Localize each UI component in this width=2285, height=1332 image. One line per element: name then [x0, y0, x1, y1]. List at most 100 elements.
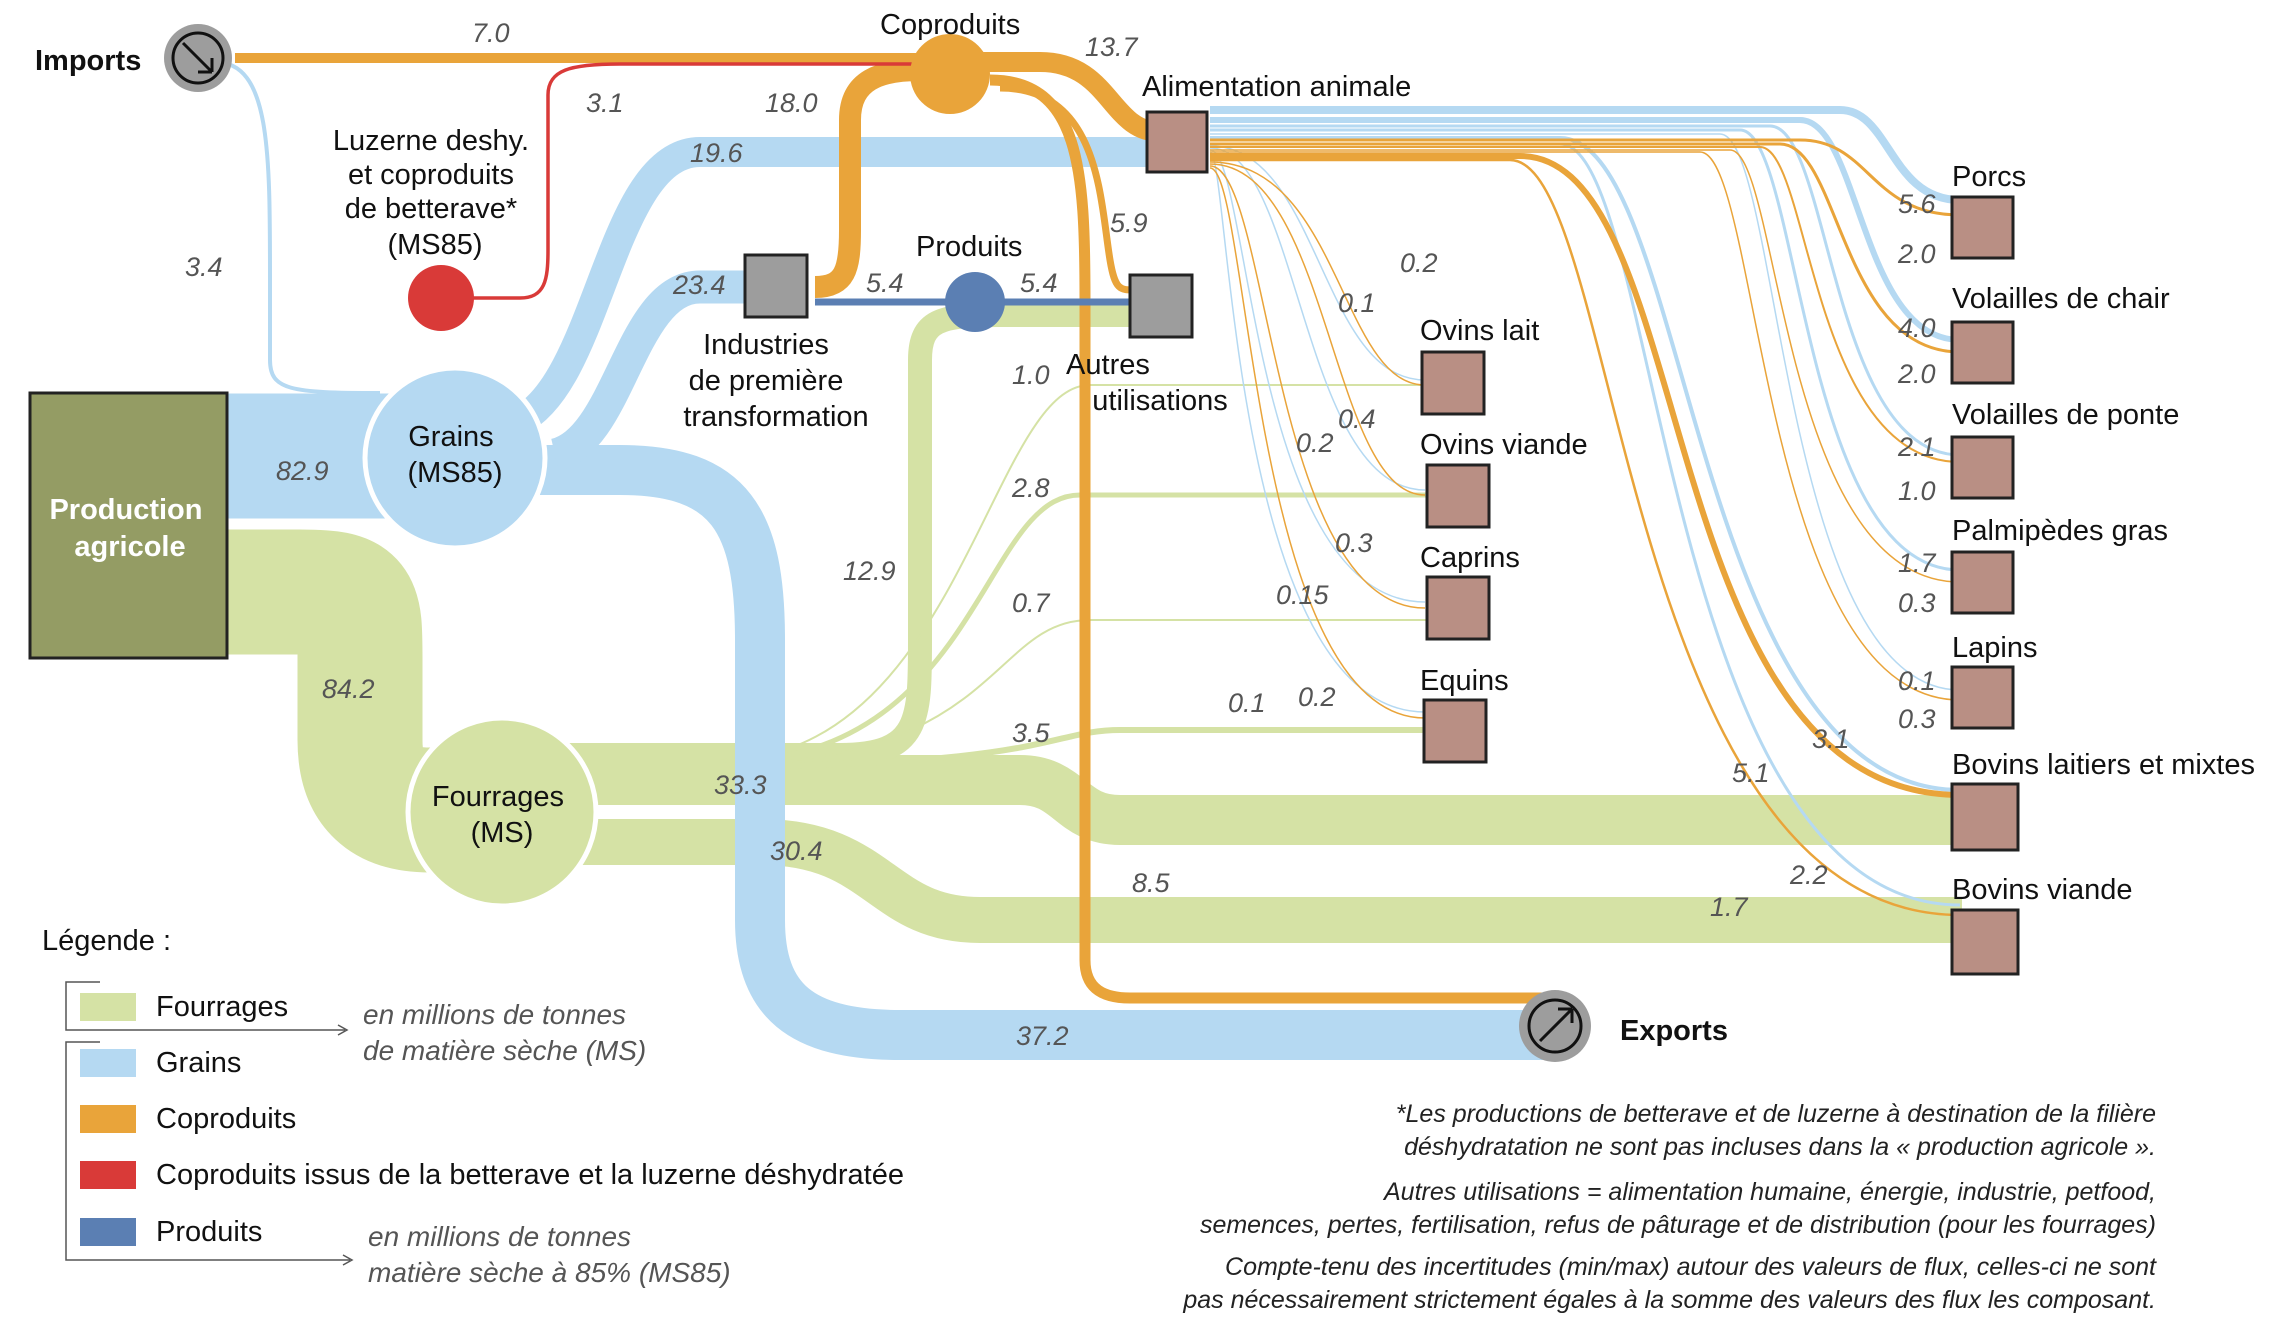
fourrages-label-line-1: Fourrages — [432, 781, 564, 813]
alimentation-grains-flows — [1209, 106, 1961, 907]
palmipedes-node — [1950, 550, 2015, 615]
flow-imports-grains — [214, 60, 381, 395]
value-lapins-coproduits: 0.3 — [1898, 704, 1936, 734]
value-bovins-laitiers-coproduits: 5.1 — [1732, 758, 1770, 788]
imports-arrow-icon — [181, 41, 214, 74]
autres-label-line-1: Autres — [1066, 349, 1150, 381]
legend-bracket-ms85 — [65, 1041, 350, 1261]
produits-label: Produits — [916, 231, 1022, 263]
value-coproduits-exports: 8.5 — [1132, 868, 1171, 898]
fourrages-node — [405, 715, 599, 909]
alimentation-coproduits-flows — [1209, 138, 1961, 917]
exports-label: Exports — [1620, 1015, 1728, 1047]
imports-label: Imports — [35, 45, 141, 77]
flow-alim-grains-porcs — [1210, 106, 1961, 204]
luzerne-label-line-2: et coproduits — [348, 159, 514, 191]
grains-node — [362, 365, 548, 551]
flow-alim-grains-bovins-viande — [1210, 142, 1961, 907]
value-industries-produits: 5.4 — [866, 268, 904, 298]
flow-fourrages-caprins — [719, 619, 1430, 765]
legend: Légende : Fourrages Grains Coproduits Co… — [42, 925, 904, 1288]
legend-label-coproduits: Coproduits — [156, 1103, 296, 1135]
legend-bracket-ms85-arrow — [342, 1254, 354, 1266]
flow-alim-copro-caprins — [1209, 165, 1426, 609]
livestock-right-column: Porcs Volailles de chair Volailles de po… — [1950, 161, 2255, 976]
flow-grains-exports — [540, 445, 1555, 1060]
value-porcs-coproduits: 2.0 — [1897, 239, 1936, 269]
industries-label-line-2: de première — [689, 365, 844, 397]
equins-label: Equins — [1420, 665, 1509, 697]
flow-alim-copro-ovins-lait — [1209, 161, 1426, 386]
flow-industries-coproduits — [814, 59, 921, 298]
luzerne-label-line-3: de betterave* — [345, 193, 518, 225]
bovins-laitiers-label: Bovins laitiers et mixtes — [1952, 749, 2255, 781]
value-caprins-coproduits: 0.3 — [1335, 528, 1373, 558]
bovins-viande-node — [1950, 908, 2020, 976]
value-ovins-viande-grains: 0.4 — [1338, 404, 1376, 434]
value-coproduits-alimentation: 13.7 — [1085, 32, 1139, 62]
value-volailles-ponte-grains: 2.1 — [1897, 432, 1936, 462]
value-fourrages-ovins-viande: 2.8 — [1011, 473, 1050, 503]
legend-unit-ms-line-1: en millions de tonnes — [363, 999, 626, 1030]
industries-node — [743, 253, 809, 319]
production-label-line-2: agricole — [74, 531, 185, 563]
flow-grains-alimentation — [512, 137, 1155, 434]
bovins-laitiers-node — [1950, 782, 2020, 852]
exports-icon-inner — [1527, 998, 1583, 1054]
value-ovins-lait-grains: 0.1 — [1338, 288, 1376, 318]
value-fourrages-autres: 12.9 — [843, 556, 896, 586]
legend-bracket-ms — [65, 981, 345, 1031]
flow-alim-copro-equins — [1209, 167, 1426, 719]
flow-alim-grains-ovins-lait — [1209, 145, 1426, 381]
flow-fourrages-equins — [719, 727, 1430, 769]
industries-label-line-3: transformation — [683, 401, 868, 433]
value-luzerne-coproduits: 3.1 — [586, 88, 624, 118]
value-equins-coproduits: 0.2 — [1298, 682, 1336, 712]
coproduits-node — [910, 34, 990, 114]
value-equins-grains: 0.1 — [1228, 688, 1266, 718]
autres-utilisations-node — [1128, 273, 1194, 339]
flow-alim-copro-palmipedes — [1210, 149, 1961, 583]
footnote-line-5: Compte-tenu des incertitudes (min/max) a… — [1225, 1253, 2157, 1281]
legend-bracket-ms-arrow — [337, 1024, 349, 1036]
volailles-chair-node — [1950, 320, 2015, 385]
industries-label: Industries de première transformation — [683, 329, 868, 433]
fourrages-label-line-2: (MS) — [471, 817, 534, 849]
flow-grains-industries — [549, 270, 750, 472]
palmipedes-label: Palmipèdes gras — [1952, 515, 2168, 547]
ovins-viande-label: Ovins viande — [1420, 429, 1588, 461]
value-porcs-grains: 5.6 — [1898, 189, 1937, 219]
equins-node — [1422, 698, 1488, 764]
legend-swatch-coproduits — [80, 1105, 136, 1133]
value-fourrages-bovins-viande: 30.4 — [770, 836, 823, 866]
value-volailles-ponte-coproduits: 1.0 — [1898, 476, 1936, 506]
flow-coproduits-alimentation — [980, 52, 1161, 142]
alimentation-animale-node — [1145, 110, 1209, 174]
flow-alim-copro-lapins — [1210, 151, 1961, 701]
porcs-node — [1950, 195, 2015, 260]
legend-unit-ms-line-2: de matière sèche (MS) — [363, 1035, 646, 1066]
grains-label: Grains (MS85) — [407, 421, 502, 489]
produits-node — [945, 272, 1005, 332]
volailles-ponte-label: Volailles de ponte — [1952, 399, 2179, 431]
production-agricole-node — [28, 391, 229, 660]
porcs-label: Porcs — [1952, 161, 2026, 193]
caprins-label: Caprins — [1420, 542, 1520, 574]
value-fourrages-ovins-lait: 1.0 — [1012, 360, 1050, 390]
volailles-ponte-node — [1950, 435, 2015, 500]
value-production-grains: 82.9 — [276, 456, 329, 486]
value-grains-industries: 23.4 — [672, 270, 726, 300]
luzerne-label: Luzerne deshy. et coproduits de betterav… — [333, 125, 537, 261]
flow-alim-copro-bovins-viande — [1210, 158, 1961, 917]
legend-title: Légende : — [42, 925, 171, 957]
value-caprins-grains: 0.15 — [1276, 580, 1330, 610]
flow-luzerne-coproduits — [445, 62, 920, 300]
legend-label-fourrages: Fourrages — [156, 991, 288, 1023]
value-fourrages-equins: 3.5 — [1012, 718, 1051, 748]
value-coproduits-autres: 5.9 — [1110, 208, 1148, 238]
flow-alim-grains-volailles-ponte — [1210, 124, 1961, 457]
flow-alim-grains-ovins-viande — [1209, 147, 1426, 491]
value-bovins-laitiers-grains: 3.1 — [1812, 724, 1850, 754]
imports-icon-inner — [171, 31, 225, 85]
